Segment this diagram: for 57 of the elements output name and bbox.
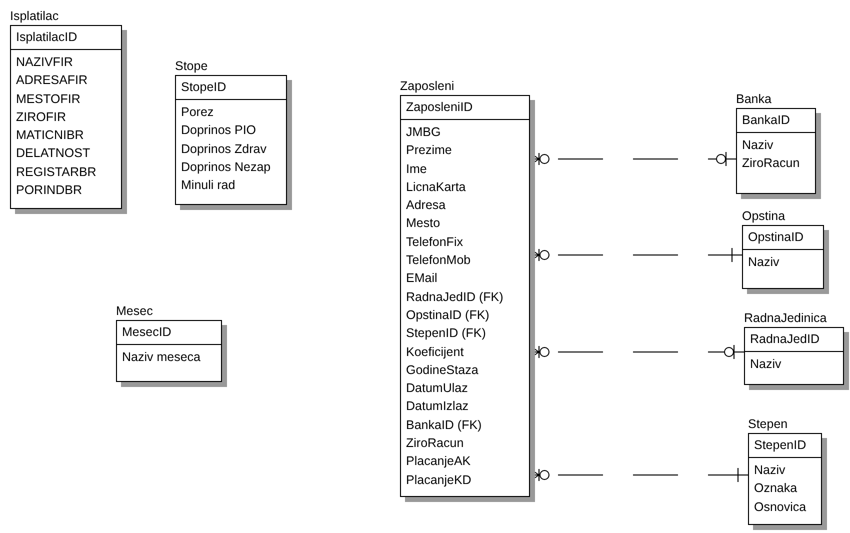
attribute-name: Naziv xyxy=(754,462,786,479)
attribute-name: JMBG xyxy=(406,124,442,141)
attribute-name: MATICNIBR xyxy=(16,127,85,144)
attribute-name: Doprinos Nezap xyxy=(181,158,272,176)
attribute-name: PORINDBR xyxy=(16,182,83,200)
attribute-name: Naziv xyxy=(750,356,782,373)
primary-key-attribute: ZaposleniID xyxy=(406,99,474,116)
attribute-name: Naziv xyxy=(748,254,780,271)
attribute-name: RadnaJedID (FK) xyxy=(406,288,504,306)
attribute-name: MESTOFIR xyxy=(16,90,82,108)
attribute-name: ZiroRacun xyxy=(406,435,465,452)
attribute-name: DELATNOST xyxy=(16,145,92,162)
attribute-name: ZIROFIR xyxy=(16,108,67,126)
attribute-name: BankaID (FK) xyxy=(406,416,483,434)
attribute-name: REGISTARBR xyxy=(16,164,98,181)
primary-key-attribute: BankaID xyxy=(742,112,791,129)
attribute-name: Prezime xyxy=(406,142,453,160)
attribute-name: EMail xyxy=(406,270,438,288)
entity-name: Isplatilac xyxy=(10,9,59,23)
entity-name: Stope xyxy=(175,59,208,73)
attribute-name: TelefonMob xyxy=(406,252,472,270)
attribute-name: Oznaka xyxy=(754,480,798,498)
attribute-name: Adresa xyxy=(406,197,447,214)
attribute-name: Osnovica xyxy=(754,498,808,516)
attribute-name: NAZIVFIR xyxy=(16,54,74,71)
primary-key-attribute: StopeID xyxy=(181,79,228,96)
entity-name: Mesec xyxy=(116,304,153,318)
entity-name: Zaposleni xyxy=(400,79,454,93)
attribute-name: TelefonFix xyxy=(406,234,464,251)
attribute-name: PlacanjeKD xyxy=(406,472,472,489)
primary-key-attribute: StepenID xyxy=(754,437,808,454)
entity-name: Banka xyxy=(736,92,772,106)
entity-name: RadnaJedinica xyxy=(744,311,827,325)
primary-key-attribute: MesecID xyxy=(122,324,172,341)
attribute-name: Doprinos Zdrav xyxy=(181,140,268,158)
attribute-name: ZiroRacun xyxy=(742,155,801,172)
attribute-name: Naziv meseca xyxy=(122,349,202,366)
attribute-name: ADRESAFIR xyxy=(16,72,89,90)
attribute-name: GodineStaza xyxy=(406,362,480,379)
attribute-name: Koeficijent xyxy=(406,344,465,361)
attribute-name: DatumUlaz xyxy=(406,380,469,398)
attribute-name: PlacanjeAK xyxy=(406,453,472,470)
entity-name: Stepen xyxy=(748,417,788,431)
attribute-name: Minuli rad xyxy=(181,177,236,194)
primary-key-attribute: IsplatilacID xyxy=(16,29,78,46)
primary-key-attribute: RadnaJedID xyxy=(750,331,820,348)
attribute-name: Naziv xyxy=(742,137,774,154)
attribute-name: Porez xyxy=(181,104,215,121)
attribute-name: StepenID (FK) xyxy=(406,325,487,342)
attribute-name: Mesto xyxy=(406,215,442,232)
attribute-name: Ime xyxy=(406,160,428,178)
attribute-name: OpstinaID (FK) xyxy=(406,306,490,324)
primary-key-attribute: OpstinaID xyxy=(748,229,805,246)
attribute-name: Doprinos PIO xyxy=(181,122,258,140)
attribute-name: LicnaKarta xyxy=(406,178,467,196)
attribute-name: DatumIzlaz xyxy=(406,398,470,416)
entity-name: Opstina xyxy=(742,209,786,223)
